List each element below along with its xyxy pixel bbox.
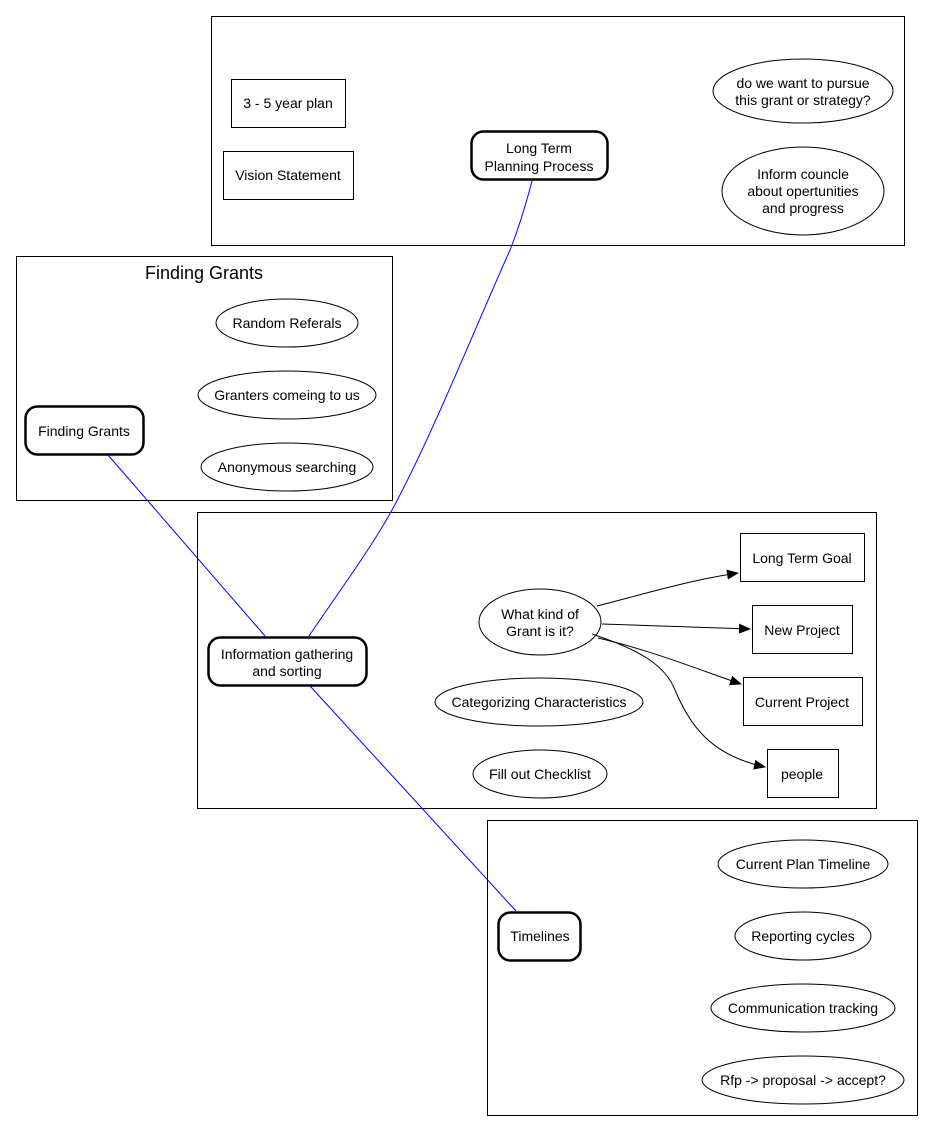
node-box	[223, 151, 354, 200]
node-label-line-2: about opertunities	[747, 183, 858, 199]
node-timelines: Timelines	[497, 911, 582, 962]
cluster-long-term-planning: 3 - 5 year plan Vision Statement Long Te…	[211, 16, 905, 246]
node-label-line-2: this grant or strategy?	[735, 92, 871, 108]
hub-links	[107, 180, 533, 912]
edge-kind-to-long-term-goal	[596, 569, 739, 607]
node-label-line-3: and progress	[762, 200, 844, 216]
node-label: Timelines	[510, 928, 569, 944]
edge-info-to-finding-grants	[107, 454, 266, 637]
node-box	[767, 749, 839, 798]
edge-kind-to-new-project	[601, 623, 751, 634]
node-reporting-cycles: Reporting cycles	[734, 911, 872, 961]
node-label-line-1: Inform councle	[757, 166, 849, 182]
node-vision-statement: Vision Statement	[223, 151, 354, 200]
cluster-finding-grants: Finding Grants Finding Grants Random Ref…	[16, 256, 393, 501]
node-label: Rfp -> proposal -> accept?	[720, 1072, 886, 1088]
cluster-title: Finding Grants	[145, 263, 263, 283]
node-ellipse	[721, 146, 885, 236]
node-finding-grants: Finding Grants	[24, 405, 145, 456]
node-rfp-proposal-accept: Rfp -> proposal -> accept?	[701, 1055, 905, 1105]
node-inform-council: Inform councle about opertunities and pr…	[721, 146, 885, 236]
cluster-border	[197, 512, 877, 809]
node-label: Communication tracking	[728, 1000, 878, 1016]
node-label: 3 - 5 year plan	[243, 95, 333, 111]
node-label-line-2: Planning Process	[485, 158, 594, 174]
node-label: Vision Statement	[235, 167, 341, 183]
edge-info-to-long-term-planning	[308, 180, 533, 637]
node-box	[743, 677, 863, 726]
node-label: Random Referals	[233, 315, 342, 331]
node-label: Long Term Goal	[752, 550, 851, 566]
node-current-project: Current Project	[743, 677, 863, 726]
node-long-term-planning-process: Long Term Planning Process	[470, 130, 609, 181]
node-label: Granters comeing to us	[214, 387, 360, 403]
node-label: people	[781, 766, 823, 782]
edge-info-to-timelines	[309, 685, 517, 912]
node-ellipse	[478, 588, 602, 656]
node-ellipse	[717, 839, 889, 889]
node-label-line-2: and sorting	[252, 663, 321, 679]
node-box	[740, 533, 865, 582]
node-categorizing-characteristics: Categorizing Characteristics	[434, 677, 644, 727]
node-label: Current Project	[755, 694, 849, 710]
node-label: New Project	[764, 622, 840, 638]
cluster-timelines: Timelines Current Plan Timeline Reportin…	[487, 820, 918, 1116]
node-box	[752, 605, 853, 654]
node-label-line-1: Information gathering	[221, 646, 353, 662]
arrow-edges	[591, 569, 766, 770]
node-label-line-1: What kind of	[501, 606, 579, 622]
node-information-gathering: Information gathering and sorting	[207, 636, 368, 687]
cluster-border	[487, 820, 918, 1116]
node-ellipse	[701, 1055, 905, 1105]
node-label-line-2: Grant is it?	[506, 623, 574, 639]
node-current-plan-timeline: Current Plan Timeline	[717, 839, 889, 889]
node-label-line-1: do we want to pursue	[736, 75, 869, 91]
node-pursue-grant: do we want to pursue this grant or strat…	[712, 58, 894, 124]
node-fill-out-checklist: Fill out Checklist	[472, 749, 608, 799]
node-long-term-goal: Long Term Goal	[740, 533, 865, 582]
cluster-border	[211, 16, 905, 246]
node-label: Finding Grants	[38, 423, 130, 439]
node-communication-tracking: Communication tracking	[710, 983, 896, 1033]
edge-kind-to-people	[591, 633, 766, 770]
node-ellipse	[434, 677, 644, 727]
hub-box	[24, 405, 145, 456]
node-ellipse	[734, 911, 872, 961]
node-people: people	[767, 749, 839, 798]
node-label-line-1: Long Term	[506, 140, 572, 156]
node-3-5-year-plan: 3 - 5 year plan	[231, 79, 346, 128]
node-random-referals: Random Referals	[215, 298, 359, 348]
hub-box	[497, 911, 582, 962]
node-granters-coming: Granters comeing to us	[197, 370, 377, 420]
node-ellipse	[712, 58, 894, 124]
node-new-project: New Project	[752, 605, 853, 654]
node-ellipse	[200, 442, 374, 492]
node-box	[231, 79, 346, 128]
edge-kind-to-current-project	[597, 637, 742, 686]
node-what-kind-of-grant: What kind of Grant is it?	[478, 588, 602, 656]
node-label: Reporting cycles	[751, 928, 855, 944]
node-label: Anonymous searching	[218, 459, 357, 475]
cluster-border	[16, 256, 393, 501]
node-anonymous-searching: Anonymous searching	[200, 442, 374, 492]
node-ellipse	[472, 749, 608, 799]
hub-box	[207, 636, 368, 687]
hub-box	[470, 130, 609, 181]
node-ellipse	[215, 298, 359, 348]
node-ellipse	[197, 370, 377, 420]
node-label: Fill out Checklist	[489, 766, 591, 782]
node-label: Categorizing Characteristics	[451, 694, 626, 710]
node-ellipse	[710, 983, 896, 1033]
cluster-information-gathering: Information gathering and sorting What k…	[197, 512, 877, 809]
node-label: Current Plan Timeline	[736, 856, 871, 872]
